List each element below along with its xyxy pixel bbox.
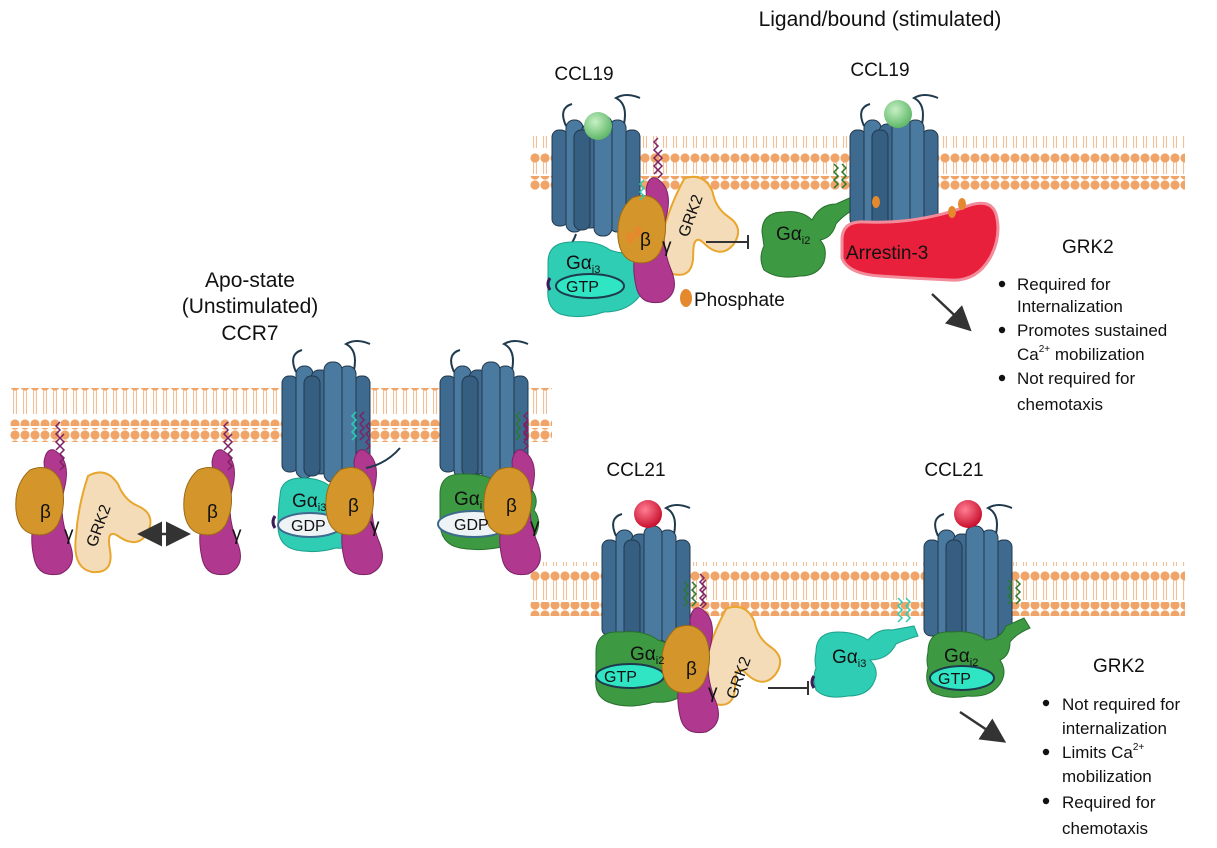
- gamma-label: γ: [530, 516, 540, 537]
- bullet: [1042, 797, 1050, 805]
- galpha-label: Gαi3: [566, 253, 600, 276]
- galpha-label: Gαi: [454, 489, 482, 512]
- ccl21-ligand: [634, 500, 662, 528]
- beta-label: β: [207, 502, 218, 523]
- gamma-label: γ: [662, 236, 672, 257]
- note-text: Ca2+ mobilization: [1017, 344, 1145, 364]
- beta-label: β: [348, 496, 359, 517]
- phosphate-label: Phosphate: [694, 290, 785, 311]
- ccl19-receptor-arrestin: Arrestin-3: [840, 94, 1000, 282]
- arrestin-label: Arrestin-3: [846, 243, 928, 264]
- note-text: Limits Ca2+: [1062, 742, 1144, 762]
- gdp-label: GDP: [291, 518, 326, 535]
- gai3-free-bottom: Gαi3: [810, 597, 919, 698]
- inhibition-arrow-bottom: [768, 681, 809, 695]
- note-text: mobilization: [1062, 767, 1152, 786]
- ccl21-label-right: CCL21: [924, 460, 983, 481]
- galpha-label: Gαi2: [630, 644, 664, 667]
- note-text: Promotes sustained: [1017, 321, 1167, 340]
- outcome-arrow-bottom: [959, 710, 1007, 743]
- ccr7-receptor-gai3: Gαi3 GDP β γ: [271, 340, 401, 576]
- apo-title-line2: (Unstimulated): [182, 295, 319, 318]
- ccl21-label-left: CCL21: [606, 460, 665, 481]
- ccl21-ligand: [954, 500, 982, 528]
- ccl21-receptor-gai2-grk2: Gαi2 GTP β γ GRK2: [595, 500, 790, 734]
- note-text: chemotaxis: [1017, 395, 1103, 414]
- beta-label: β: [686, 659, 697, 680]
- gai2-free-top: Gαi2: [760, 163, 861, 278]
- beta-label: β: [640, 230, 651, 251]
- beta-label: β: [506, 496, 517, 517]
- stimulated-title: Ligand/bound (stimulated): [759, 8, 1002, 31]
- note-text: Not required for: [1062, 695, 1180, 714]
- gbg-free: β γ: [183, 421, 242, 576]
- ccl19-label-right: CCL19: [850, 60, 909, 81]
- gtp-label: GTP: [604, 669, 637, 686]
- gdp-label: GDP: [454, 517, 489, 534]
- bullet: [998, 326, 1006, 334]
- grk2-notes-ccl21: GRK2 Not required for internalization Li…: [1042, 656, 1180, 838]
- bullet: [1042, 699, 1050, 707]
- note-text: Required for: [1062, 793, 1156, 812]
- bullet: [998, 280, 1006, 288]
- ccl19-ligand: [584, 112, 612, 140]
- apo-title-line1: Apo-state: [205, 269, 295, 292]
- inhibition-arrow-top: [706, 235, 749, 249]
- grk2-notes-ccl19: GRK2 Required for Internalization Promot…: [998, 237, 1167, 414]
- bullet: [998, 374, 1006, 382]
- gtp-label: GTP: [938, 671, 971, 688]
- galpha-label: Gαi2: [776, 224, 810, 247]
- gtp-label: GTP: [566, 279, 599, 296]
- bullet: [1042, 748, 1050, 756]
- gamma-label: γ: [232, 524, 242, 545]
- gamma-label: γ: [708, 682, 718, 703]
- ccl19-receptor-gai3-grk2: Gαi3 GTP β γ GRK2: [546, 94, 748, 318]
- galpha-label: Gαi2: [944, 646, 978, 669]
- ccl21-receptor-gai2: Gαi2 GTP: [923, 500, 1031, 698]
- galpha-label: Gαi3: [292, 491, 326, 514]
- note-text: internalization: [1062, 719, 1167, 738]
- gamma-label: γ: [370, 516, 380, 537]
- notes-heading: GRK2: [1062, 237, 1114, 258]
- note-text: Internalization: [1017, 297, 1123, 316]
- beta-label: β: [40, 502, 51, 523]
- notes-heading: GRK2: [1093, 656, 1145, 677]
- galpha-label: Gαi3: [832, 647, 866, 670]
- ccl19-ligand: [884, 100, 912, 128]
- note-text: Not required for: [1017, 369, 1135, 388]
- note-text: chemotaxis: [1062, 819, 1148, 838]
- gbg-grk2-complex: β γ GRK2: [15, 421, 152, 576]
- gamma-label: γ: [64, 524, 74, 545]
- ccl19-label-left: CCL19: [554, 64, 613, 85]
- membrane-middle: [10, 388, 552, 442]
- outcome-arrow-top: [931, 293, 972, 332]
- apo-title-line3: CCR7: [221, 322, 278, 345]
- ccr7-receptor-gai: Gαi GDP β γ: [437, 340, 542, 576]
- note-text: Required for: [1017, 275, 1111, 294]
- phosphate-legend: Phosphate: [680, 289, 785, 311]
- phosphate-icon: [680, 289, 692, 307]
